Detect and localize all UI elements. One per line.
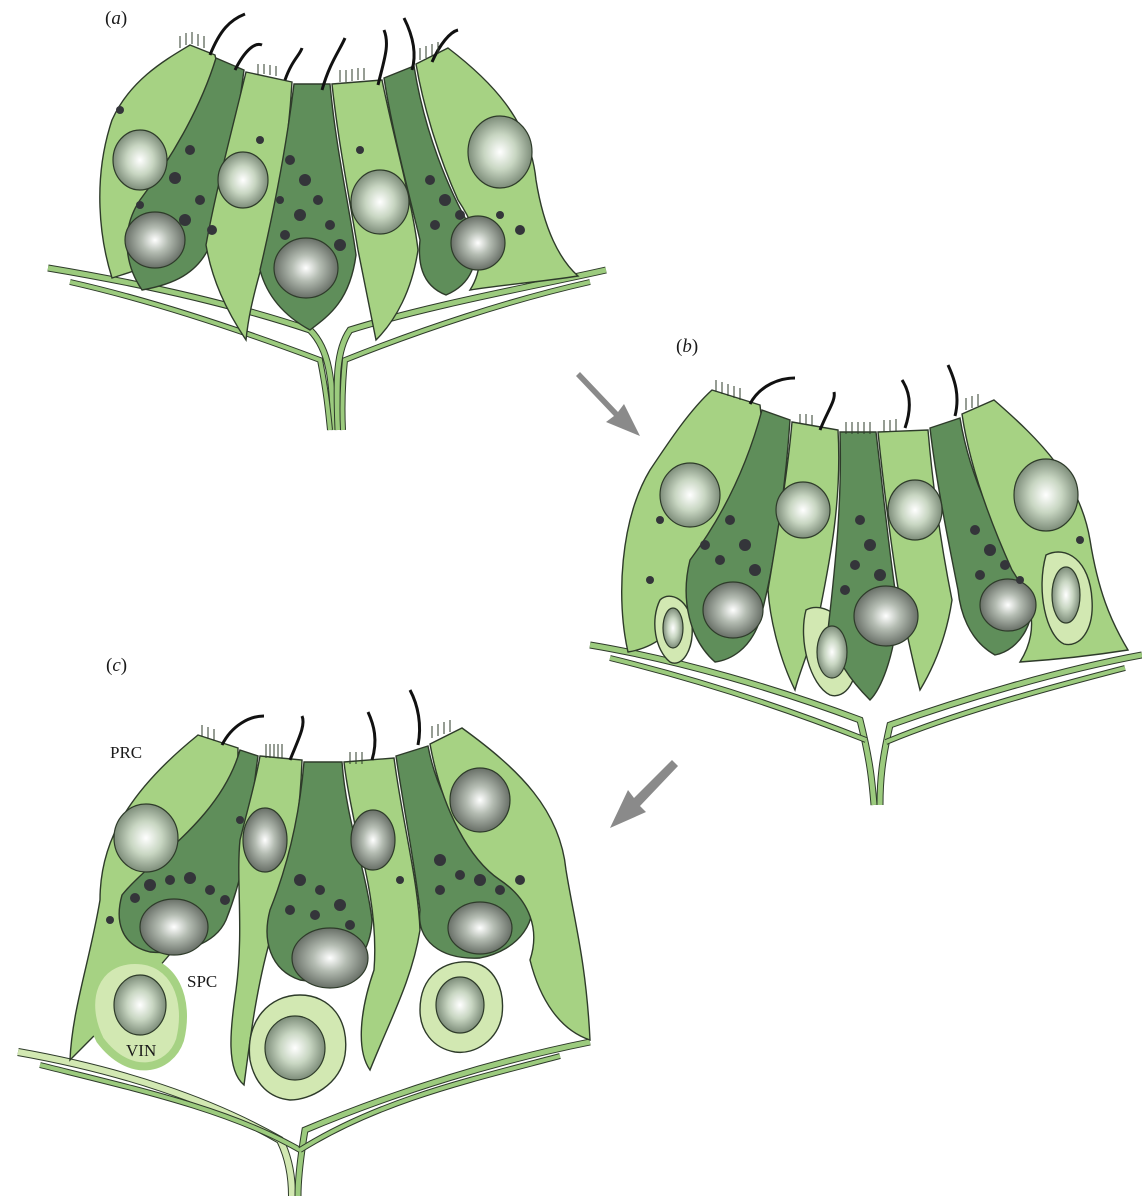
arrow-a-to-b <box>576 372 640 436</box>
nucleus <box>1014 459 1078 531</box>
cilia <box>222 690 420 760</box>
nucleus <box>888 480 942 540</box>
panel-a <box>48 14 606 430</box>
nucleus <box>448 902 512 954</box>
panel-letter-b: b <box>682 336 692 357</box>
nucleus <box>292 928 368 988</box>
nucleus <box>663 608 683 648</box>
nucleus <box>660 463 720 527</box>
cell-layer <box>100 45 578 340</box>
nucleus <box>450 768 510 832</box>
label-spc: SPC <box>187 972 217 991</box>
nucleus <box>114 804 178 872</box>
nucleus <box>351 810 395 870</box>
label-vin: VIN <box>126 1041 156 1060</box>
nucleus <box>218 152 268 208</box>
panel-letter-a: a <box>111 8 121 29</box>
panel-label-c: (c) <box>106 655 127 676</box>
panel-label-a: (a) <box>105 8 127 29</box>
nucleus <box>703 582 763 638</box>
nucleus <box>776 482 830 538</box>
panel-label-b: (b) <box>676 336 698 357</box>
nucleus <box>980 579 1036 631</box>
label-prc: PRC <box>110 743 142 762</box>
nucleus <box>854 586 918 646</box>
panel-b <box>590 365 1142 805</box>
nucleus <box>265 1016 325 1080</box>
nucleus <box>243 808 287 872</box>
panel-letter-c: c <box>112 655 121 676</box>
arrow-b-to-c <box>610 760 678 828</box>
nucleus <box>817 626 847 678</box>
nucleus <box>113 130 167 190</box>
nucleus <box>114 975 166 1035</box>
nucleus <box>1052 567 1080 623</box>
nucleus <box>468 116 532 188</box>
panel-c <box>18 690 590 1196</box>
nucleus <box>436 977 484 1033</box>
nucleus <box>451 216 505 270</box>
nucleus <box>140 899 208 955</box>
nucleus <box>351 170 409 234</box>
nucleus <box>274 238 338 298</box>
nucleus <box>125 212 185 268</box>
